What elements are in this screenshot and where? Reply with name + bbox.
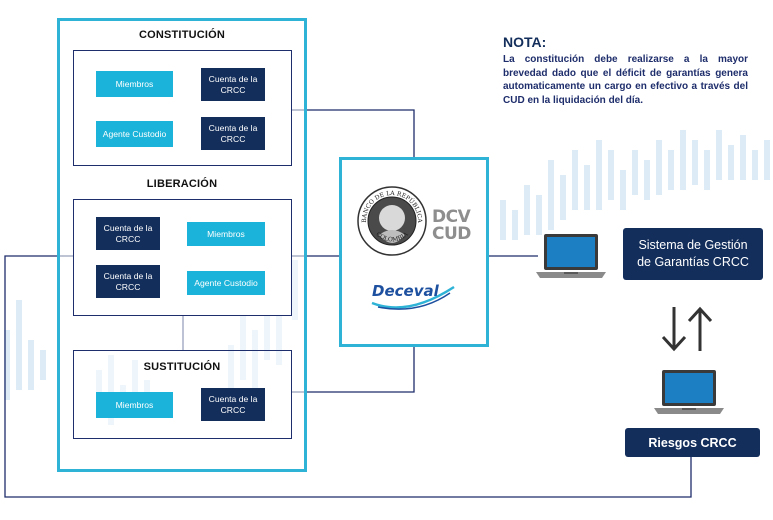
constitucion-cuenta-chip-2: Cuenta de la CRCC — [201, 117, 265, 150]
deceval-swoosh-icon — [371, 285, 455, 310]
sustitucion-cuenta-chip: Cuenta de la CRCC — [201, 388, 265, 421]
liberacion-agente-chip: Agente Custodio — [187, 271, 265, 295]
dcv-label: DCV — [432, 207, 471, 227]
cud-label: CUD — [432, 224, 471, 244]
constitucion-cuenta-chip-1: Cuenta de la CRCC — [201, 68, 265, 101]
constitucion-agente-chip: Agente Custodio — [96, 121, 173, 147]
deceval-logo: Deceval — [372, 282, 439, 300]
constitucion-miembros-chip: Miembros — [96, 71, 173, 97]
section-title-constitucion: CONSTITUCIÓN — [138, 29, 226, 41]
liberacion-miembros-chip: Miembros — [187, 222, 265, 246]
riesgos-crcc-box: Riesgos CRCC — [625, 428, 760, 457]
note-title: NOTA: — [503, 34, 547, 50]
sustitucion-group — [73, 350, 292, 439]
sync-arrows — [661, 306, 713, 352]
liberacion-cuenta-chip-2: Cuenta de la CRCC — [96, 265, 160, 298]
liberacion-cuenta-chip-1: Cuenta de la CRCC — [96, 217, 160, 250]
section-title-sustitucion: SUSTITUCIÓN — [143, 361, 221, 373]
note-body: La constitución debe realizarse a la may… — [503, 54, 748, 106]
sustitucion-miembros-chip: Miembros — [96, 392, 173, 418]
depository-box — [339, 157, 489, 347]
up-arrow-icon — [687, 306, 713, 351]
system-line-2: de Garantías CRCC — [637, 255, 749, 269]
garantias-system-box: Sistema de Gestión de Garantías CRCC — [623, 228, 763, 280]
banco-republica-seal-icon: BANCO DE LA REPÚBLICA COLOMBIA — [357, 186, 427, 256]
laptop-icon — [536, 234, 606, 278]
down-arrow-icon — [661, 307, 687, 352]
section-title-liberacion: LIBERACIÓN — [146, 178, 218, 190]
system-line-1: Sistema de Gestión — [638, 238, 748, 252]
dcv-cud-label: DCV CUD — [432, 209, 471, 243]
laptop-icon — [654, 370, 724, 414]
